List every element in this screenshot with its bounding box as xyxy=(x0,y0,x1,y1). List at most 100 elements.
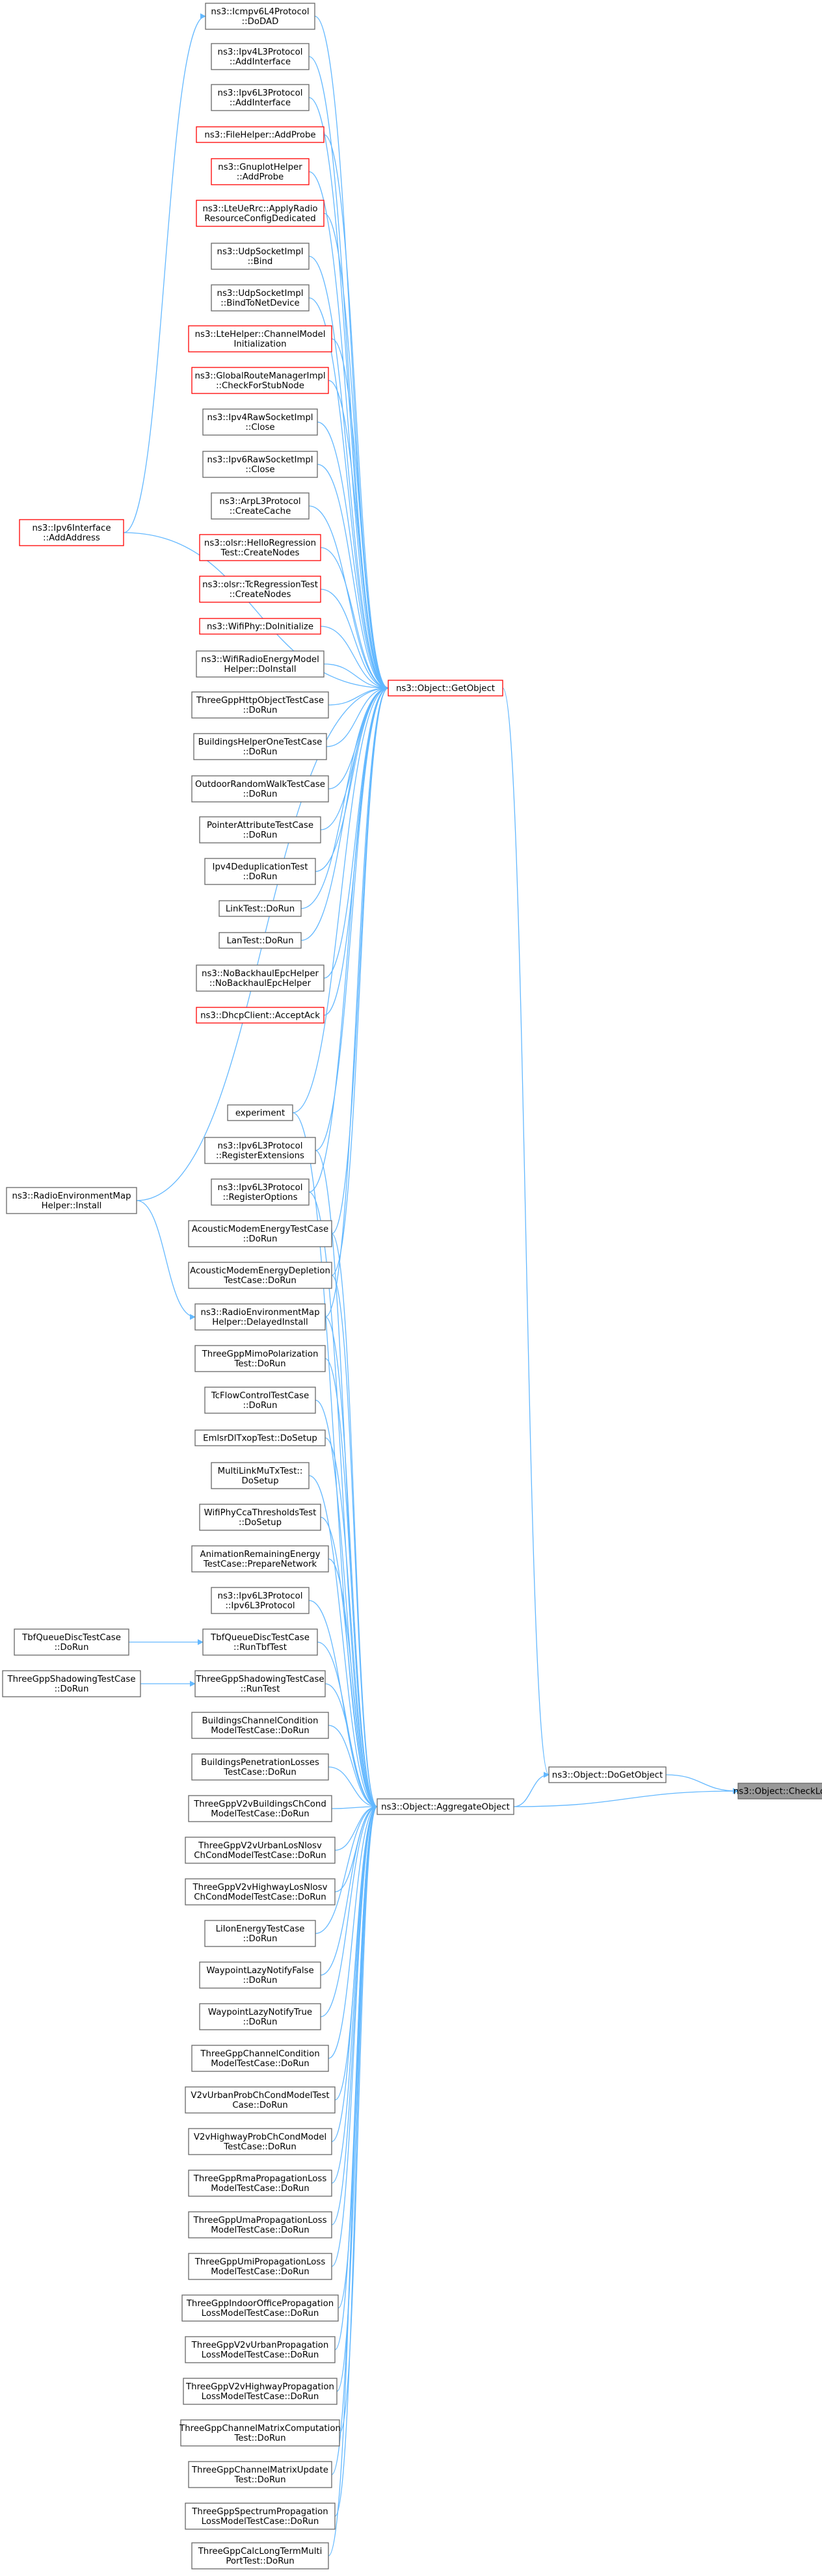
edge-ltehelper_channelmodel-to-getobject xyxy=(331,338,389,691)
node-udpsocket_bind[interactable]: ns3::UdpSocketImpl::Bind xyxy=(211,243,310,270)
node-label: TbfQueueDiscTestCase xyxy=(210,1633,310,1643)
edge-buildingspenetration_dorun-to-aggregateobject xyxy=(328,1766,378,1810)
node-arpl3_createcache[interactable]: ns3::ArpL3Protocol::CreateCache xyxy=(211,492,310,520)
node-label: Initialization xyxy=(233,339,286,349)
node-box xyxy=(185,1837,336,1864)
node-dogetobject[interactable]: ns3::Object::DoGetObject xyxy=(548,1766,667,1783)
node-threegppv2vhighwaylos_dorun[interactable]: ThreeGppV2vHighwayLosNlosvChCondModelTes… xyxy=(185,1878,336,1905)
node-acousticenergy_dorun[interactable]: AcousticModemEnergyTestCase::DoRun xyxy=(188,1220,332,1247)
node-box xyxy=(211,158,310,185)
node-udpsocket_bindtonetdevice[interactable]: ns3::UdpSocketImpl::BindToNetDevice xyxy=(211,284,310,312)
node-label: ns3::ArpL3Protocol xyxy=(219,497,300,507)
node-waypointlazyfalse_dorun[interactable]: WaypointLazyNotifyFalse::DoRun xyxy=(199,1961,321,1989)
node-ipv6raw_close[interactable]: ns3::Ipv6RawSocketImpl::Close xyxy=(202,451,318,478)
edge-lionenergy_dorun-to-aggregateobject xyxy=(315,1803,378,1934)
node-ipv4raw_close[interactable]: ns3::Ipv4RawSocketImpl::Close xyxy=(202,408,318,436)
node-outdoorrandomwalk_dorun[interactable]: OutdoorRandomWalkTestCase::DoRun xyxy=(191,775,329,803)
node-threegppv2vurbanprop_dorun[interactable]: ThreeGppV2vUrbanPropagationLossModelTest… xyxy=(185,2336,336,2363)
node-remhelper_delayedinstall[interactable]: ns3::RadioEnvironmentMapHelper::DelayedI… xyxy=(194,1303,326,1331)
node-label: ns3::RadioEnvironmentMap xyxy=(12,1191,131,1201)
node-threegppshadowing_runtest[interactable]: ThreeGppShadowingTestCase::RunTest xyxy=(194,1670,326,1697)
node-linktest_dorun[interactable]: LinkTest::DoRun xyxy=(219,900,302,917)
node-label: Case::DoRun xyxy=(232,2101,287,2110)
node-multilinkmutx_dosetup[interactable]: MultiLinkMuTxTest::DoSetup xyxy=(211,1462,310,1489)
node-ipv4dedup_dorun[interactable]: Ipv4DeduplicationTest::DoRun xyxy=(204,858,316,885)
node-lionenergy_dorun[interactable]: LiIonEnergyTestCase::DoRun xyxy=(204,1920,316,1947)
node-acousticdepletion_dorun[interactable]: AcousticModemEnergyDepletionTestCase::Do… xyxy=(188,1262,332,1289)
node-buildingschannel_dorun[interactable]: BuildingsChannelConditionModelTestCase::… xyxy=(191,1712,329,1739)
node-box xyxy=(19,519,124,546)
node-threegppspectrum_dorun[interactable]: ThreeGppSpectrumPropagationLossModelTest… xyxy=(185,2503,336,2530)
node-threegppindooroffice_dorun[interactable]: ThreeGppIndoorOfficePropagationLossModel… xyxy=(181,2294,339,2322)
node-wifiphycca_dosetup[interactable]: WifiPhyCcaThresholdsTest::DoSetup xyxy=(199,1504,321,1531)
node-lantest_dorun[interactable]: LanTest::DoRun xyxy=(219,932,302,949)
node-buildingshelper_dorun[interactable]: BuildingsHelperOneTestCase::DoRun xyxy=(193,733,327,760)
node-wifiradioenergy_doinstall[interactable]: ns3::WifiRadioEnergyModelHelper::DoInsta… xyxy=(196,650,325,678)
node-ipv4l3_addinterface[interactable]: ns3::Ipv4L3Protocol::AddInterface xyxy=(211,43,310,70)
node-ipv6l3_registerextensions[interactable]: ns3::Ipv6L3Protocol::RegisterExtensions xyxy=(204,1137,316,1164)
node-olsr_tc_createnodes[interactable]: ns3::olsr::TcRegressionTest::CreateNodes xyxy=(199,576,321,603)
node-label: ThreeGppUmaPropagationLoss xyxy=(192,2216,326,2225)
node-ipv6l3_registeroptions[interactable]: ns3::Ipv6L3Protocol::RegisterOptions xyxy=(211,1178,310,1206)
node-threegpphttp_dorun[interactable]: ThreeGppHttpObjectTestCase::DoRun xyxy=(191,691,329,719)
node-box xyxy=(191,691,329,719)
node-ipv6l3_ipv6l3protocol[interactable]: ns3::Ipv6L3Protocol::Ipv6L3Protocol xyxy=(211,1587,310,1614)
node-buildingspenetration_dorun[interactable]: BuildingsPenetrationLossesTestCase::DoRu… xyxy=(191,1753,329,1781)
node-threegpprma_dorun[interactable]: ThreeGppRmaPropagationLossModelTestCase:… xyxy=(188,2170,332,2197)
node-filehelper_addprobe[interactable]: ns3::FileHelper::AddProbe xyxy=(196,126,325,143)
node-experiment[interactable]: experiment xyxy=(227,1104,293,1121)
node-label: LinkTest::DoRun xyxy=(226,905,295,914)
node-box xyxy=(185,2503,336,2530)
node-aggregateobject[interactable]: ns3::Object::AggregateObject xyxy=(377,1798,514,1815)
node-label: ns3::LteHelper::ChannelModel xyxy=(195,330,326,339)
node-label: ModelTestCase::DoRun xyxy=(211,1726,309,1736)
node-threegppuma_dorun[interactable]: ThreeGppUmaPropagationLossModelTestCase:… xyxy=(188,2211,332,2238)
node-label: LossModelTestCase::DoRun xyxy=(202,2392,319,2402)
node-threegppv2vhighwayprop_dorun[interactable]: ThreeGppV2vHighwayPropagationLossModelTe… xyxy=(183,2378,338,2405)
node-nobackhaul_epchelper[interactable]: ns3::NoBackhaulEpcHelper::NoBackhaulEpcH… xyxy=(196,964,325,992)
node-ipv6interface_addaddress[interactable]: ns3::Ipv6Interface::AddAddress xyxy=(19,519,124,546)
node-emlsrdltxop_dosetup[interactable]: EmlsrDlTxopTest::DoSetup xyxy=(194,1429,326,1446)
node-threegppv2vbuildings_dorun[interactable]: ThreeGppV2vBuildingsChCondModelTestCase:… xyxy=(188,1795,332,1822)
node-label: experiment xyxy=(235,1109,285,1119)
node-label: ns3::WifiPhy::DoInitialize xyxy=(207,622,313,632)
node-pointerattribute_dorun[interactable]: PointerAttributeTestCase::DoRun xyxy=(199,816,321,843)
node-waypointlazytrue_dorun[interactable]: WaypointLazyNotifyTrue::DoRun xyxy=(199,2003,321,2030)
node-ipv6l3_addinterface[interactable]: ns3::Ipv6L3Protocol::AddInterface xyxy=(211,84,310,111)
node-threegppchannelmatrixcomp_dorun[interactable]: ThreeGppChannelMatrixComputationTest::Do… xyxy=(179,2419,341,2447)
node-getobject[interactable]: ns3::Object::GetObject xyxy=(388,680,503,697)
edge-threegppv2vbuildings_dorun-to-aggregateobject xyxy=(331,1803,378,1810)
node-wifiphy_doinitialize[interactable]: ns3::WifiPhy::DoInitialize xyxy=(199,618,321,635)
node-threegppumi_dorun[interactable]: ThreeGppUmiPropagationLossModelTestCase:… xyxy=(188,2253,332,2280)
node-animationenergy_preparenetwork[interactable]: AnimationRemainingEnergyTestCase::Prepar… xyxy=(191,1545,329,1573)
node-lteuerrc_apply[interactable]: ns3::LteUeRrc::ApplyRadioResourceConfigD… xyxy=(196,200,325,227)
node-label: Helper::Install xyxy=(42,1201,102,1211)
node-gnuplothelper_addprobe[interactable]: ns3::GnuplotHelper::AddProbe xyxy=(211,158,310,185)
node-threegppv2vurbanlos_dorun[interactable]: ThreeGppV2vUrbanLosNlosvChCondModelTestC… xyxy=(185,1837,336,1864)
node-label: ns3::Object::GetObject xyxy=(396,684,495,694)
node-label: ::RegisterExtensions xyxy=(216,1151,304,1161)
node-tcflowcontrol_dorun[interactable]: TcFlowControlTestCase::DoRun xyxy=(204,1387,316,1414)
edge-wifiphycca_dosetup-to-aggregateobject xyxy=(320,1517,378,1810)
node-box xyxy=(6,1187,137,1214)
node-label: ns3::Ipv6L3Protocol xyxy=(218,1591,303,1601)
node-globalroute_checkstub[interactable]: ns3::GlobalRouteManagerImpl::CheckForStu… xyxy=(191,367,329,394)
edge-experiment-to-getobject xyxy=(292,685,389,1113)
node-threegppshadowing_dorun[interactable]: ThreeGppShadowingTestCase::DoRun xyxy=(2,1670,141,1697)
node-tbfqueue_runtbftest[interactable]: TbfQueueDiscTestCase::RunTbfTest xyxy=(202,1628,318,1656)
node-icmpv6_dodad[interactable]: ns3::Icmpv6L4Protocol::DoDAD xyxy=(205,3,315,30)
node-ltehelper_channelmodel[interactable]: ns3::LteHelper::ChannelModelInitializati… xyxy=(188,325,332,352)
node-label: Helper::DoInstall xyxy=(224,665,296,674)
node-box xyxy=(191,2045,329,2072)
node-threegppchannelcondition_dorun[interactable]: ThreeGppChannelConditionModelTestCase::D… xyxy=(191,2045,329,2072)
node-olsr_hello_createnodes[interactable]: ns3::olsr::HelloRegressionTest::CreateNo… xyxy=(199,534,321,561)
node-label: ::Close xyxy=(245,423,274,432)
node-dhcpclient_acceptack[interactable]: ns3::DhcpClient::AcceptAck xyxy=(196,1007,325,1024)
node-tbfqueue_dorun[interactable]: TbfQueueDiscTestCase::DoRun xyxy=(14,1628,129,1656)
